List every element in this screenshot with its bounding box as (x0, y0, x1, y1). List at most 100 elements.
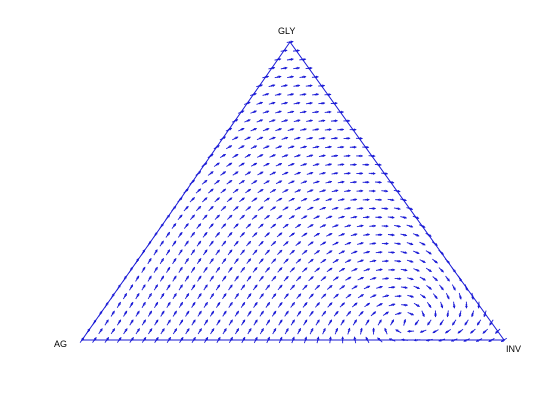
field-point (124, 295, 126, 298)
field-point (229, 286, 232, 289)
field-point (240, 163, 243, 166)
field-point (309, 225, 312, 227)
field-point (192, 321, 195, 324)
field-point (296, 155, 299, 157)
vertex-label-inv: INV (506, 344, 521, 354)
field-point (179, 268, 182, 271)
field-point (289, 93, 292, 96)
field-point (148, 277, 151, 280)
field-point (185, 277, 188, 280)
field-point (353, 251, 356, 254)
field-point (216, 198, 219, 201)
field-point (314, 146, 317, 149)
field-point (228, 233, 231, 236)
field-point (365, 251, 368, 254)
field-point (215, 163, 218, 166)
field-point (303, 216, 306, 219)
field-point (409, 330, 412, 333)
field-point (352, 198, 355, 201)
field-point (271, 119, 274, 122)
field-point (253, 163, 255, 166)
field-point (253, 251, 256, 254)
field-point (465, 304, 468, 306)
field-point (277, 128, 280, 131)
field-point (284, 172, 287, 175)
field-point (210, 225, 213, 227)
field-point (154, 268, 157, 271)
field-point (297, 242, 300, 245)
field-point (160, 242, 163, 245)
field-point (309, 242, 312, 245)
field-point (359, 225, 362, 227)
field-point (142, 268, 145, 271)
field-point (149, 312, 151, 315)
field-point (242, 304, 244, 306)
field-point (209, 172, 212, 175)
field-point (421, 295, 424, 298)
field-point (210, 295, 213, 298)
field-point (185, 225, 188, 227)
field-point (302, 128, 305, 131)
field-point (179, 251, 182, 254)
field-point (291, 286, 294, 289)
field-point (359, 207, 361, 210)
field-point (229, 251, 231, 254)
field-point (222, 242, 225, 245)
field-point (272, 207, 274, 210)
field-point (228, 146, 230, 149)
field-point (314, 93, 317, 96)
field-point (347, 295, 350, 298)
field-point (434, 277, 437, 280)
field-point (328, 216, 330, 219)
field-point (346, 225, 349, 227)
field-point (321, 190, 324, 192)
field-point (314, 128, 317, 131)
field-point (421, 242, 424, 245)
field-point (167, 251, 169, 254)
field-point (173, 260, 176, 263)
field-point (335, 330, 338, 333)
field-point (403, 268, 405, 271)
field-point (347, 330, 350, 333)
field-point (265, 181, 268, 184)
field-point (118, 321, 120, 324)
field-point (310, 295, 313, 298)
field-point (353, 304, 356, 306)
field-point (352, 146, 355, 149)
field-point (291, 233, 293, 236)
field-point (266, 286, 269, 289)
field-point (155, 286, 157, 289)
field-point (272, 277, 275, 280)
field-point (403, 304, 406, 306)
field-point (241, 198, 243, 201)
field-point (148, 295, 151, 298)
field-point (347, 260, 349, 263)
field-point (359, 295, 362, 298)
field-point (167, 286, 170, 289)
field-point (192, 286, 195, 289)
field-point (383, 190, 386, 192)
field-point (179, 216, 181, 219)
field-point (242, 321, 245, 324)
field-point (316, 251, 318, 254)
field-point (258, 119, 261, 122)
field-point (327, 128, 330, 131)
field-point (283, 67, 285, 70)
field-point (211, 312, 213, 315)
field-point (334, 207, 337, 210)
field-point (124, 312, 127, 315)
field-point (234, 190, 237, 192)
field-point (291, 321, 294, 324)
field-point (167, 268, 170, 271)
field-point (228, 181, 231, 184)
field-point (198, 295, 201, 298)
field-point (478, 321, 480, 324)
field-point (130, 321, 133, 324)
field-point (308, 155, 311, 157)
field-point (198, 277, 201, 280)
field-point (198, 312, 201, 315)
field-point (323, 330, 325, 333)
field-point (223, 277, 226, 280)
field-point (265, 163, 268, 166)
field-point (308, 102, 311, 105)
